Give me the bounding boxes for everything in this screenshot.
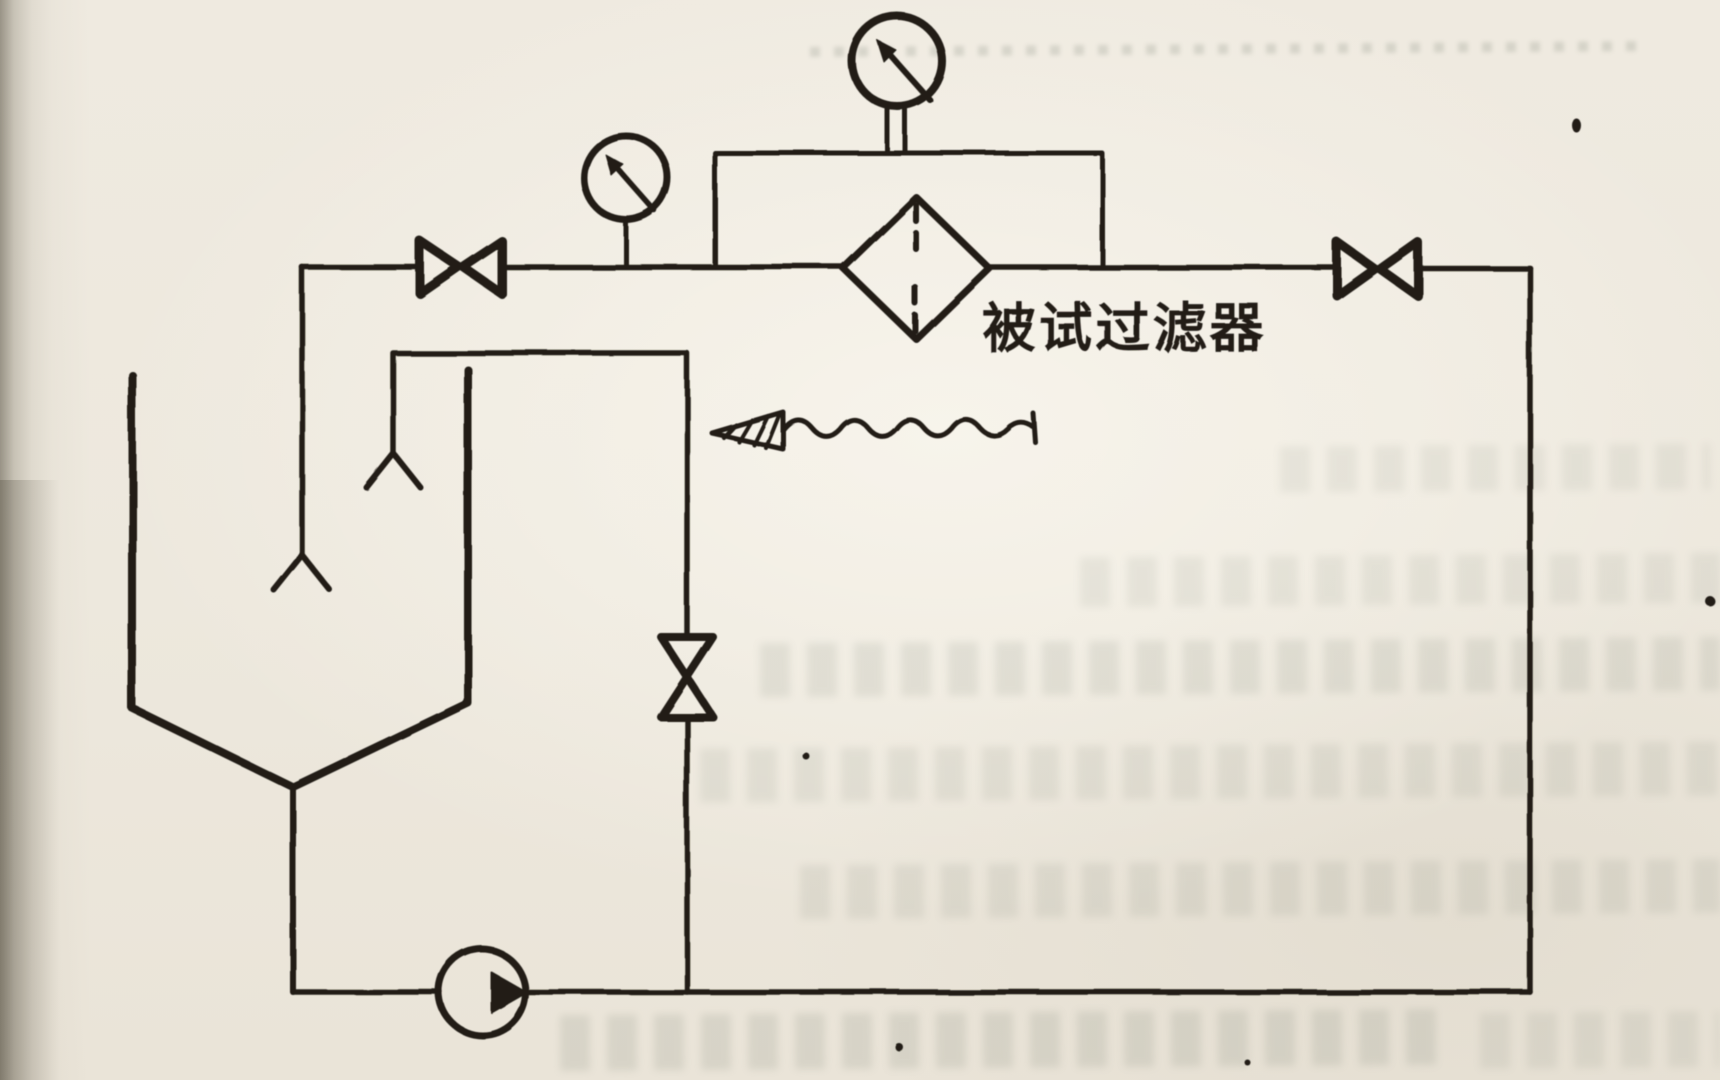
- contaminant-injection-arrow: [709, 409, 1039, 452]
- valve-triangle: [415, 236, 464, 299]
- gauge-needle: [609, 159, 658, 214]
- pipe-return-loop: [390, 350, 690, 995]
- gauge-dial: [580, 132, 672, 224]
- return-pipe-end-left: [271, 552, 333, 593]
- page-edge-shadow: [0, 0, 90, 1080]
- tank-right-wall: [289, 366, 472, 791]
- pump-direction-triangle: [490, 971, 527, 1013]
- valve-triangle: [458, 236, 507, 299]
- filter-diamond: [839, 193, 993, 343]
- pump: [435, 945, 529, 1039]
- wavy-line-end-tick: [1031, 411, 1039, 446]
- arrow-cone-hatching: [722, 411, 782, 450]
- page-edge-shadow-bottom: [0, 480, 70, 1080]
- tank-left-wall: [128, 371, 297, 791]
- return-pipe-end-right: [363, 450, 423, 490]
- shutoff-valve-right: [1332, 237, 1423, 301]
- pressure-gauge-inlet: [580, 132, 672, 270]
- filter-under-test-label: 被试过滤器: [982, 297, 1267, 360]
- valve-triangle: [1375, 237, 1423, 301]
- gauge-needle: [881, 45, 933, 103]
- pipe-main-line: [299, 264, 1533, 271]
- pipe-gauge-bypass: [712, 150, 1105, 270]
- valve-triangle: [1332, 237, 1380, 301]
- throttle-valve: [657, 633, 717, 721]
- valve-triangle: [657, 673, 717, 721]
- shutoff-valve-left: [415, 236, 507, 299]
- filter-element-dashed-line: [912, 202, 919, 336]
- gauge-dial: [848, 12, 946, 110]
- valve-triangle: [657, 633, 717, 681]
- pressure-gauge-differential: [848, 12, 946, 156]
- filter-under-test-symbol: [839, 193, 993, 343]
- oil-tank: [128, 366, 472, 791]
- gauge-needle-arrowhead: [876, 39, 897, 63]
- gauge-needle-arrowhead: [605, 154, 625, 177]
- wavy-line: [780, 417, 1036, 439]
- gauge-stem: [884, 102, 908, 156]
- pipe-network: [290, 150, 1533, 995]
- ink-specks: [802, 119, 1715, 1065]
